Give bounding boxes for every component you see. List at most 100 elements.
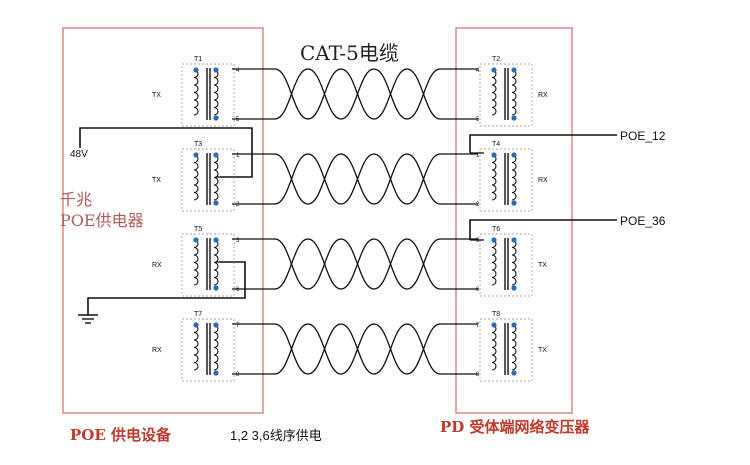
poe-36-label: POE_36 [620, 214, 666, 228]
pd-t4-dot-2 [511, 152, 517, 158]
pse-t7-role: RX [152, 347, 162, 354]
pd-t4-name: T4 [492, 141, 500, 148]
pd-t4-coil-b [511, 154, 517, 201]
pd-t6-coil-b [511, 239, 517, 286]
pse-t7-coil-b [213, 324, 219, 371]
pd-t4-dot-3 [511, 200, 517, 206]
pse-t1-pin-bottom: 5 [236, 117, 240, 123]
pse-t3-pin-bottom: 2 [236, 202, 240, 208]
pd-t6-frame [479, 233, 533, 297]
pd-t2-dot-2 [511, 67, 517, 73]
pse-t3-role: TX [152, 177, 161, 184]
ground-line [87, 261, 246, 315]
pd-t4-dot-1 [491, 152, 497, 158]
pd-t6-coil-a [491, 239, 497, 286]
pd-t4-pin-top: 1 [476, 153, 480, 159]
pse-t7-coil-a [193, 324, 199, 371]
poe-output-12: POE_12 [469, 129, 666, 153]
pd-t4-pin-bottom: 2 [476, 202, 480, 208]
pse-t3-frame [181, 148, 235, 212]
pse-t7-frame [181, 318, 235, 382]
pse-side-label-1: 千兆 [60, 190, 92, 209]
poe-36-line [469, 219, 617, 240]
power-input-line [79, 127, 253, 178]
pd-t2-pin-bottom: 5 [476, 117, 480, 123]
pse-footer: POE 供电设备 [70, 426, 172, 444]
pse-side-label-2: POE供电器 [60, 211, 144, 230]
pse-t3-dot-1 [193, 152, 199, 158]
pd-t4-frame [479, 148, 533, 212]
pse-t5-dot-2 [213, 237, 219, 243]
pse-t5-name: T5 [194, 226, 202, 233]
pair-3-wire-b [274, 238, 441, 290]
pse-box [62, 27, 264, 414]
pse-t1-frame [181, 63, 235, 127]
pd-t8-coil-b [511, 324, 517, 371]
pd-t2-pin-top: 4 [476, 68, 480, 74]
pse-t5-pin-top: 3 [236, 238, 240, 244]
voltage-label: 48V [70, 149, 88, 160]
pd-t4-role: RX [538, 177, 548, 184]
pse-t7-dot-2 [213, 322, 219, 328]
pd-t2-name: T2 [492, 56, 500, 63]
pse-t5-dot-3 [213, 285, 219, 291]
pd-t6-dot-2 [511, 237, 517, 243]
pd-t4-coil-a [491, 154, 497, 201]
pd-t8-coil-a [491, 324, 497, 371]
pse-t5-frame [181, 233, 235, 297]
pse-t7-name: T7 [194, 311, 202, 318]
pse-t1-dot-1 [193, 67, 199, 73]
pse-t5-coil-b [213, 239, 219, 286]
pse-t5-coil-a [193, 239, 199, 286]
pd-t2-dot-3 [511, 115, 517, 121]
pse-t5-pin-bottom: 6 [236, 287, 240, 293]
ground-symbol [78, 261, 246, 324]
pd-t8-dot-3 [511, 370, 517, 376]
pse-t1-coil-a [193, 69, 199, 116]
pair-2-wire-b [274, 153, 441, 205]
pse-t1-dot-3 [213, 115, 219, 121]
pd-t6-name: T6 [492, 226, 500, 233]
pd-t8-name: T8 [492, 311, 500, 318]
pd-t8-dot-2 [511, 322, 517, 328]
pd-t2-coil-a [491, 69, 497, 116]
pse-t5-dot-1 [193, 237, 199, 243]
pse-t5-role: RX [152, 262, 162, 269]
pd-t6-pin-bottom: 6 [476, 287, 480, 293]
pair-4-wire-b [274, 323, 441, 375]
cable-title: CAT-5电缆 [300, 41, 399, 65]
pse-t3-name: T3 [194, 141, 202, 148]
pse-t1-dot-2 [213, 67, 219, 73]
pd-t2-dot-1 [491, 67, 497, 73]
pd-t8-frame [479, 318, 533, 382]
pd-t8-pin-top: 7 [476, 323, 480, 329]
pse-t7-dot-3 [213, 370, 219, 376]
pd-t8-role: TX [538, 347, 547, 354]
poe-12-label: POE_12 [620, 129, 666, 143]
poe-output-36: POE_36 [469, 214, 666, 240]
power-input: 48V [70, 127, 253, 178]
pse-t7-pin-bottom: 8 [236, 372, 240, 378]
channels: T145TXT245RXT312TXT412RXT536RXT636TXT778… [152, 56, 548, 382]
pd-t6-pin-top: 3 [476, 238, 480, 244]
pse-t3-coil-b [213, 154, 219, 201]
pd-t8-dot-1 [491, 322, 497, 328]
pd-t6-dot-3 [511, 285, 517, 291]
pair-1-wire-b [274, 68, 441, 120]
pd-t2-coil-b [511, 69, 517, 116]
wiring-note: 1,2 3,6线序供电 [230, 428, 322, 443]
pd-t2-role: RX [538, 92, 548, 99]
pse-t3-pin-top: 1 [236, 153, 240, 159]
pd-t8-pin-bottom: 8 [476, 372, 480, 378]
poe-12-line [469, 134, 617, 153]
pse-t1-pin-top: 4 [236, 68, 240, 74]
pd-t2-frame [479, 63, 533, 127]
pd-t6-dot-1 [491, 237, 497, 243]
pse-t1-coil-b [213, 69, 219, 116]
pse-t3-dot-3 [213, 200, 219, 206]
pd-t6-role: TX [538, 262, 547, 269]
pse-t1-name: T1 [194, 56, 202, 63]
pse-t7-pin-top: 7 [236, 323, 240, 329]
pse-t3-coil-a [193, 154, 199, 201]
